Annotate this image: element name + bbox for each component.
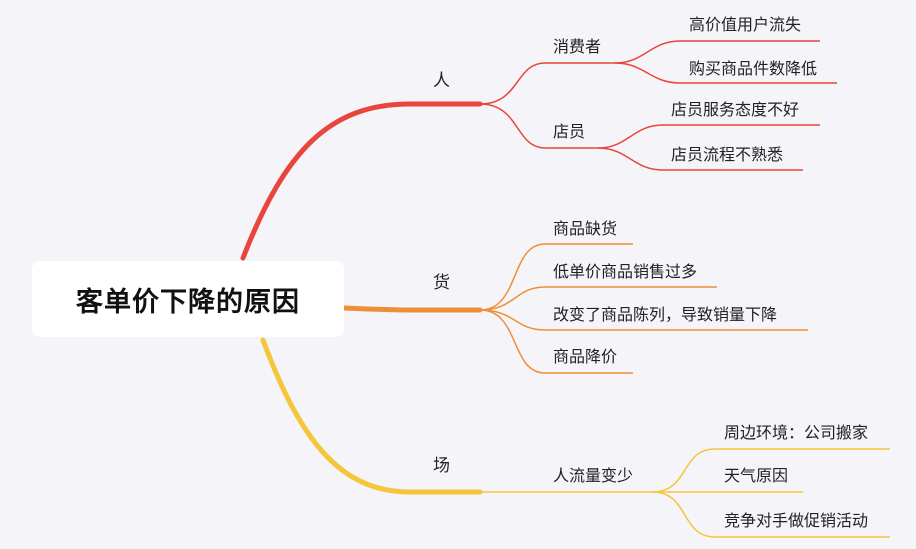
leaf-goumai[interactable]: 购买商品件数降低 <box>689 59 818 78</box>
link-jiangjia <box>479 309 633 374</box>
leaf-liucheng[interactable]: 店员流程不熟悉 <box>671 145 784 164</box>
link-goumai <box>614 62 837 84</box>
link-gaojiazhi <box>614 40 820 64</box>
root-label: 客单价下降的原因 <box>76 286 300 318</box>
leaf-chenlie[interactable]: 改变了商品陈列，导致销量下降 <box>553 305 778 324</box>
trunk-chang <box>260 337 483 495</box>
node-dianyuan[interactable]: 店员 <box>553 122 586 141</box>
root-node[interactable]: 客单价下降的原因 <box>32 261 344 337</box>
link-dianyuan <box>479 103 598 149</box>
leaf-zhoubian[interactable]: 周边环境：公司搬家 <box>724 423 869 442</box>
leaf-jingzheng[interactable]: 竞争对手做促销活动 <box>724 511 869 530</box>
trunk-huo <box>341 305 483 313</box>
link-xiaofeizhe <box>479 62 615 105</box>
branch-chang-label[interactable]: 场 <box>433 456 450 476</box>
leaf-gaojiazhi[interactable]: 高价值用户流失 <box>689 15 802 34</box>
node-renliu[interactable]: 人流量变少 <box>553 466 634 485</box>
link-didanjia <box>479 286 717 311</box>
branch-ren-label[interactable]: 人 <box>433 71 450 91</box>
link-fuwu <box>597 124 820 149</box>
link-quehuo <box>479 243 633 311</box>
leaf-didanjia[interactable]: 低单价商品销售过多 <box>553 262 698 281</box>
branch-huo-label[interactable]: 货 <box>433 273 450 293</box>
leaf-fuwu[interactable]: 店员服务态度不好 <box>671 100 800 119</box>
link-jingzheng <box>651 491 890 538</box>
leaf-tianqi[interactable]: 天气原因 <box>724 466 789 485</box>
link-liucheng <box>597 147 803 171</box>
trunk-ren <box>240 101 483 261</box>
link-zhoubian <box>651 448 890 493</box>
leaf-quehuo[interactable]: 商品缺货 <box>553 219 618 238</box>
node-xiaofeizhe[interactable]: 消费者 <box>553 37 602 56</box>
leaf-jiangjia[interactable]: 商品降价 <box>553 347 618 366</box>
link-chenlie <box>479 309 808 331</box>
